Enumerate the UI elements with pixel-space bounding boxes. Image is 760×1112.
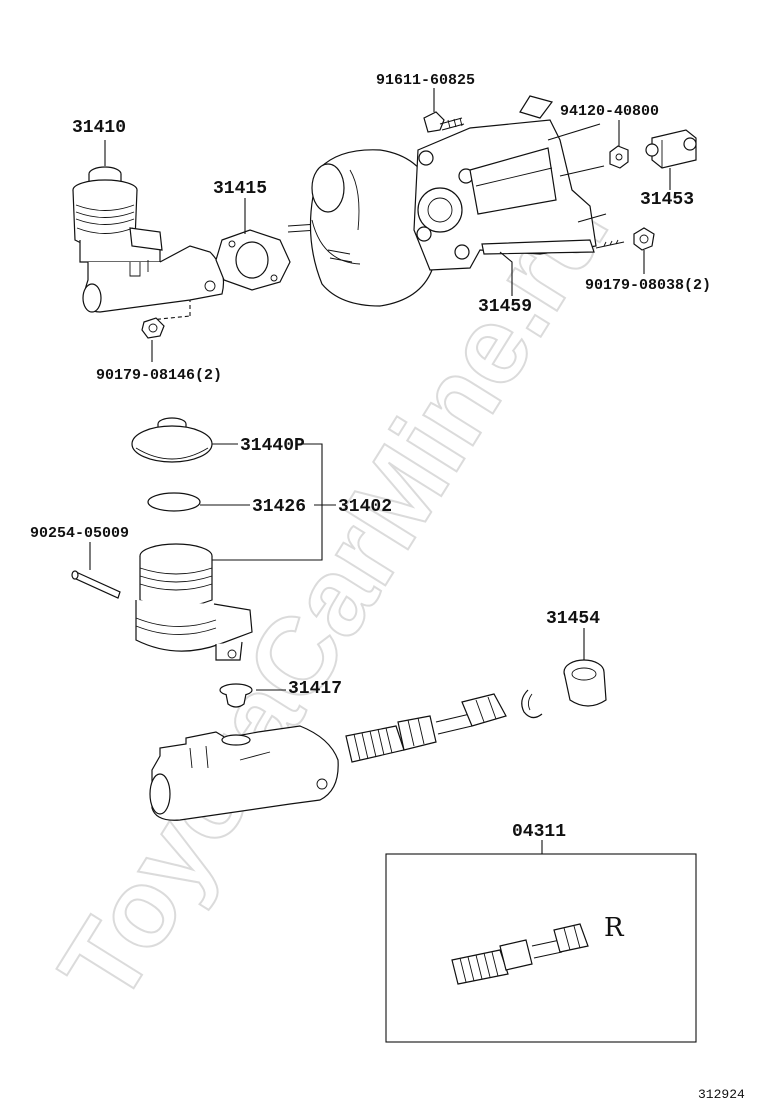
label-04311: 04311 xyxy=(512,822,566,842)
label-90179-08146: 90179-08146(2) xyxy=(96,367,222,384)
brake-booster-drawing xyxy=(287,149,433,307)
mounting-bracket-drawing xyxy=(413,95,607,271)
label-90179-08038: 90179-08038(2) xyxy=(585,277,711,294)
label-31440P: 31440P xyxy=(240,436,305,456)
piston-assembly-drawing xyxy=(345,693,507,763)
label-31417: 31417 xyxy=(288,679,342,699)
reservoir-body-drawing xyxy=(135,543,253,661)
label-31402: 31402 xyxy=(338,497,392,517)
snap-ring-drawing xyxy=(521,689,543,719)
grommet-drawing xyxy=(219,683,253,708)
handwritten-mark: R xyxy=(604,913,625,943)
gasket-drawing xyxy=(215,229,291,291)
bushing-drawing xyxy=(645,129,697,169)
label-31453: 31453 xyxy=(640,190,694,210)
label-31426: 31426 xyxy=(252,497,306,517)
label-94120-40800: 94120-40800 xyxy=(560,103,659,120)
diagram-id: 312924 xyxy=(698,1087,745,1102)
cylinder-body-drawing xyxy=(149,725,339,821)
boot-drawing xyxy=(563,659,607,707)
label-31459: 31459 xyxy=(478,297,532,317)
repair-kit-box xyxy=(385,853,697,1043)
pin-drawing xyxy=(71,570,121,599)
label-31410: 31410 xyxy=(72,118,126,138)
master-cylinder-assembly-drawing xyxy=(72,166,225,339)
label-31415: 31415 xyxy=(213,179,267,199)
repair-kit-piston-drawing xyxy=(451,923,589,985)
label-91611-60825: 91611-60825 xyxy=(376,72,475,89)
bolt-drawing xyxy=(423,111,465,133)
label-31454: 31454 xyxy=(546,609,600,629)
reservoir-cap-drawing xyxy=(131,417,213,463)
diaphragm-drawing xyxy=(147,492,201,512)
label-90254-05009: 90254-05009 xyxy=(30,525,129,542)
